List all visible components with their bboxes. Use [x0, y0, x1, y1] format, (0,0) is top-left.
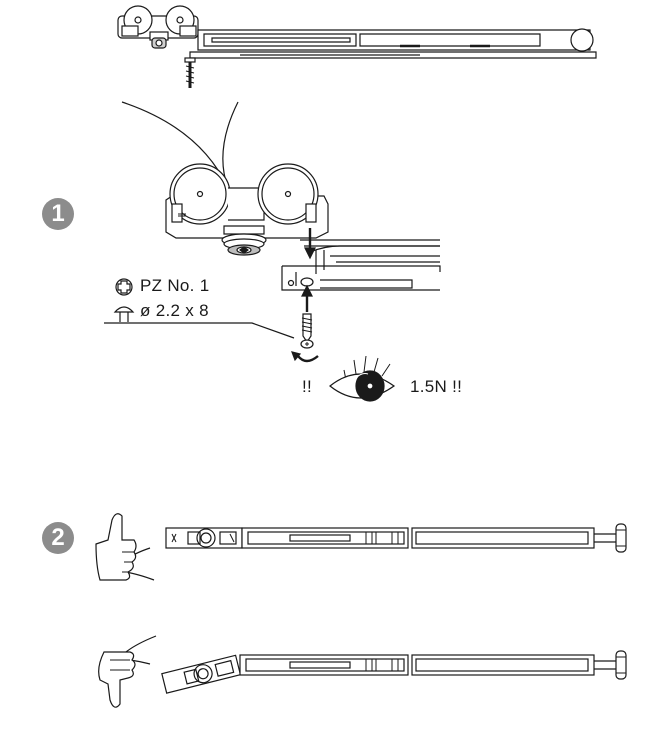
step-1-detail [104, 163, 441, 363]
phillips-drive-icon [115, 278, 133, 296]
thumbs-up-icon [95, 513, 155, 581]
thumbs-down-icon [98, 635, 157, 708]
eye-icon [329, 355, 396, 402]
rotate-arrow-icon [291, 351, 319, 363]
force-note: 1.5N !! [410, 377, 463, 396]
screw-up-arrow [301, 284, 313, 312]
screw-spec: ø 2.2 x 8 [140, 301, 209, 320]
check-marks: !! [302, 377, 313, 396]
overview-assembly [117, 5, 597, 88]
insert-arrow [304, 228, 316, 260]
fixing-screw [300, 313, 314, 349]
overview-rail [189, 28, 597, 59]
overview-carriage [117, 5, 199, 49]
rail-end-detail [281, 238, 441, 292]
step-2-badge: 2 [42, 522, 74, 554]
screwdriver-spec: PZ No. 1 [140, 276, 210, 295]
screw-leader-line [104, 322, 295, 339]
rail-straight [165, 523, 627, 553]
overview-screw [184, 57, 196, 88]
rail-bent [161, 650, 627, 694]
step-1-badge: 1 [42, 198, 74, 230]
screw-head-icon [113, 306, 135, 322]
carriage-detail [165, 163, 329, 256]
